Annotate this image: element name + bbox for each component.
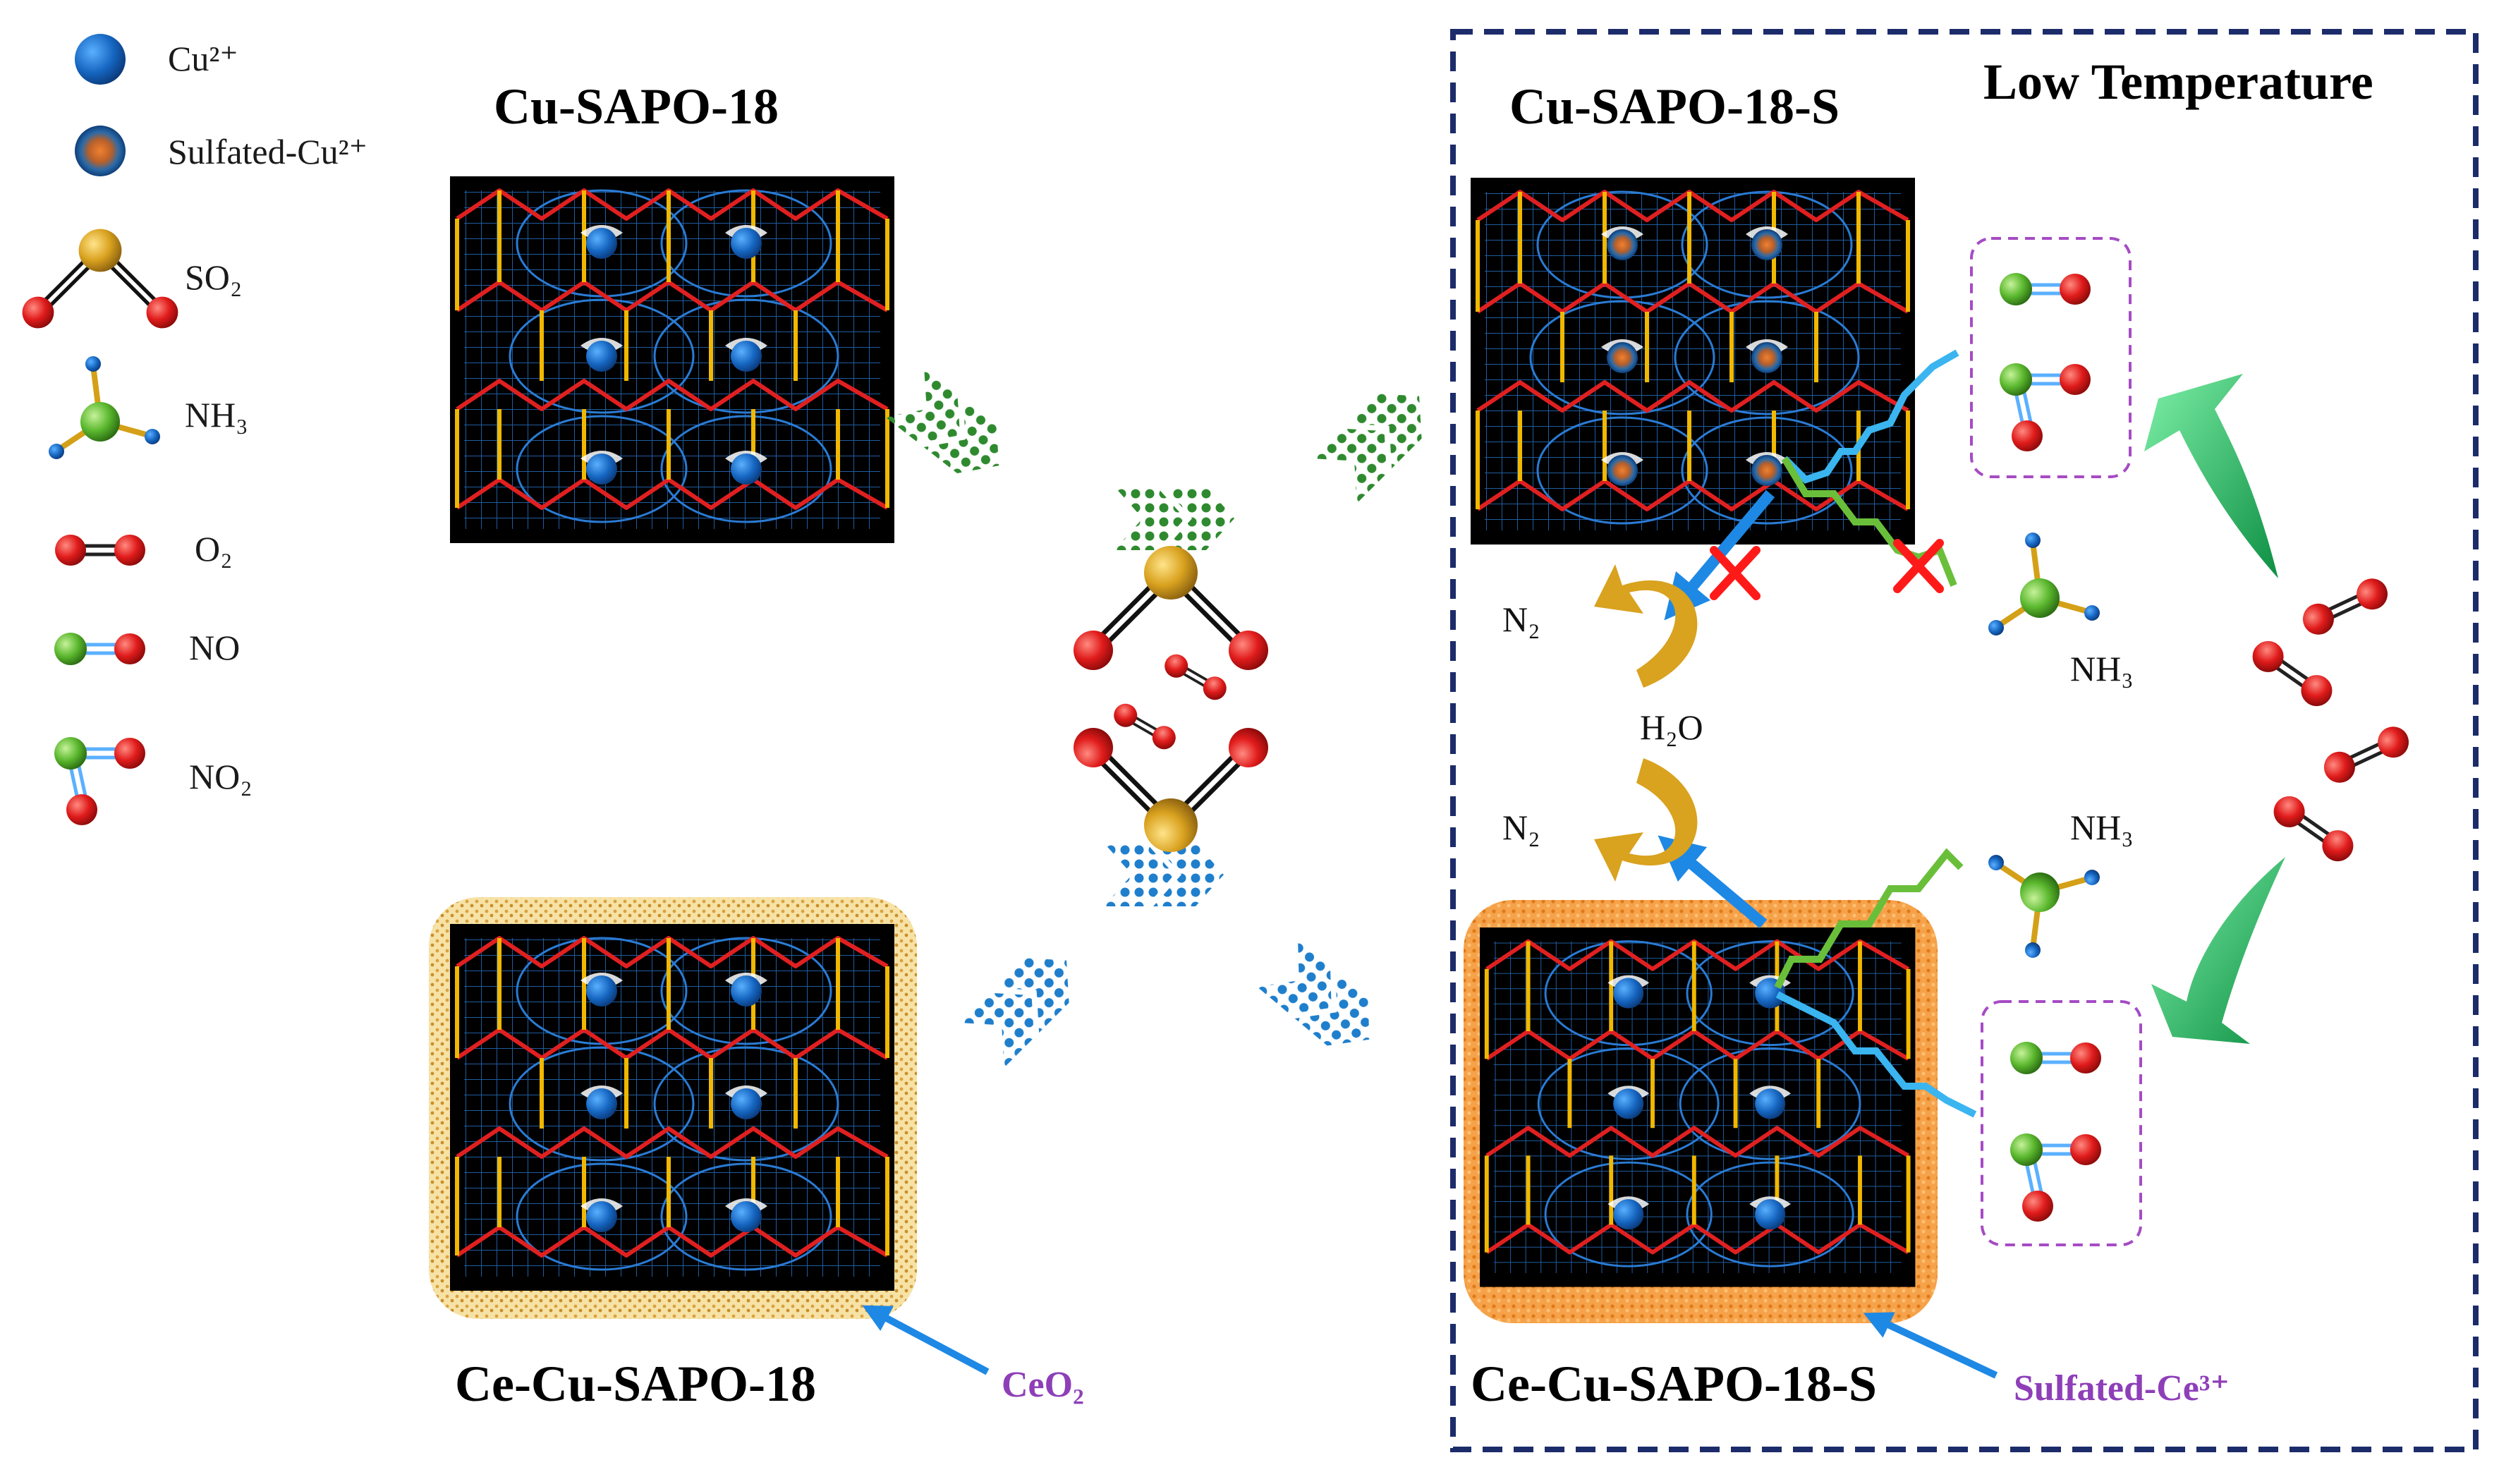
low-temperature-label: Low Temperature [1983,54,2373,110]
nox-box-bottom [1981,1000,2142,1246]
o2-molecule-right-2 [2246,635,2338,712]
o2-molecule-right-4 [2268,790,2359,867]
o2-molecule-right-3 [2319,722,2414,788]
cu-ion-icon [75,34,126,85]
nox-box-top [1970,237,2132,478]
nh3-molecule-icon [49,356,160,459]
o2-molecule-icon [55,535,145,566]
blue-chevrons-in [959,937,1089,1068]
n2-label-top: N₂ [1502,600,1540,639]
cu-sapo-18-title: Cu-SAPO-18 [494,78,779,135]
so2-molecule-top [1074,546,1268,670]
legend-no-label: NO [189,628,240,667]
blocked-cross-icon-1 [1710,546,1761,600]
green-arrow-up [2144,374,2278,578]
legend-o2-label: O₂ [195,529,233,568]
curved-arrow-bottom [1594,758,1698,882]
ce-cu-sapo-18-title: Ce-Cu-SAPO-18 [455,1356,816,1412]
sulfated-ce-pointer-arrow [1863,1312,1998,1379]
nh3-label-top: NH₃ [2070,649,2134,688]
blocked-product-arrow [1664,489,1775,621]
no2-molecule-box-top [2000,363,2091,451]
legend-sulfated-cu-label: Sulfated-Cu²⁺ [168,132,367,171]
ce-cu-sapo-18-framework [450,924,894,1291]
blue-chevrons-out [1257,938,1390,1064]
o2-molecule-right-1 [2298,573,2393,640]
nh3-approach-line-bottom [1774,848,1964,990]
sulfated-cu-icon [75,126,126,176]
no2-molecule-box-bottom [2010,1133,2101,1222]
ceo2-pointer-arrow [862,1305,990,1375]
low-temperature-frame [1450,29,2479,1452]
legend: Cu²⁺ Sulfated-Cu²⁺ SO₂ NH₃ O₂ NO NO₂ [23,34,367,825]
o2-molecule-center-1 [1159,648,1232,706]
cu-sapo-18-framework [450,176,894,543]
ce-cu-sapo-18-s-title: Ce-Cu-SAPO-18-S [1471,1356,1877,1412]
green-chevrons-out [1312,373,1442,504]
ceo2-label: CeO₂ [1002,1365,1084,1405]
no-molecule-icon [54,633,145,665]
no-molecule-box-bottom [2010,1042,2101,1074]
o2-molecule-center-2 [1108,698,1181,755]
no-molecule-box-top [2000,273,2091,305]
n2-label-bottom: N₂ [1502,808,1540,847]
legend-cu-label: Cu²⁺ [168,39,238,78]
cu-sapo-18-s-framework [1471,178,1915,545]
curved-arrow-top [1594,564,1698,688]
green-chevrons-in [884,367,1019,491]
h2o-label: H₂O [1640,707,1703,747]
nh3-label-bottom: NH₃ [2070,808,2134,847]
ce-cu-sapo-18-s-framework [1480,928,1915,1287]
nh3-molecule-right-bottom [1988,855,2100,958]
green-chevrons-top [1114,487,1234,550]
legend-so2-label: SO₂ [185,257,242,297]
active-product-arrow [1658,835,1768,929]
nh3-molecule-right-top [1988,533,2100,635]
legend-no2-label: NO₂ [189,757,253,796]
no-approach-line-bottom [1775,991,1977,1118]
blue-chevrons-bottom [1104,843,1224,906]
cu-sapo-18-s-title: Cu-SAPO-18-S [1509,78,1840,135]
no-approach-line-top [1782,349,1959,484]
blocked-cross-icon-2 [1893,539,1944,593]
so2-molecule-icon [23,229,178,329]
legend-nh3-label: NH₃ [185,395,248,434]
sulfated-ce-label: Sulfated-Ce³⁺ [2014,1368,2230,1409]
green-arrow-down [2151,857,2285,1044]
no2-molecule-icon [54,737,145,825]
